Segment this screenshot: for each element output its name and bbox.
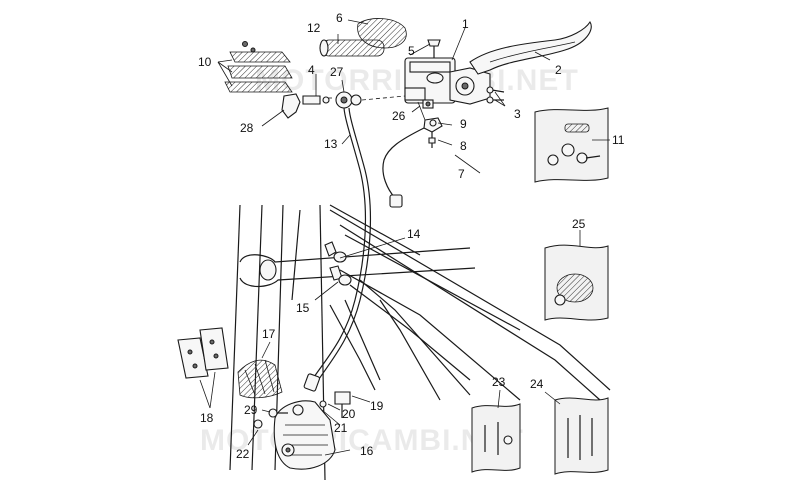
brake-hose [303, 107, 372, 392]
motorcycle-frame [229, 204, 611, 481]
parts-bag-11 [534, 107, 609, 183]
callout-5: 5 [408, 44, 415, 58]
callout-17: 17 [262, 327, 276, 341]
lever-cover [357, 18, 407, 49]
callout-29: 29 [244, 403, 258, 417]
clamp-bolts [486, 86, 505, 104]
banjo-fitting [422, 99, 434, 109]
caliper-bolts [319, 391, 351, 418]
callout-19: 19 [370, 399, 384, 413]
banjo-union [281, 91, 406, 119]
callout-3: 3 [514, 107, 521, 121]
pad-plates [177, 327, 229, 379]
callout-10: 10 [198, 55, 212, 69]
parts-bag-25 [544, 244, 609, 321]
callout-8: 8 [460, 139, 467, 153]
callout-23: 23 [492, 375, 506, 389]
callout-24: 24 [530, 377, 544, 391]
callout-13: 13 [324, 137, 338, 151]
callout-12: 12 [307, 21, 321, 35]
callout-9: 9 [460, 117, 467, 131]
callout-11: 11 [612, 133, 625, 147]
parts-bag-24 [554, 397, 609, 475]
callout-26: 26 [392, 109, 406, 123]
callout-21: 21 [334, 421, 348, 435]
callout-14: 14 [407, 227, 421, 241]
callout-20: 20 [342, 407, 356, 421]
reservoir-screw [427, 39, 441, 58]
callout-6: 6 [336, 11, 343, 25]
callout-7: 7 [458, 167, 465, 181]
leader-lines [199, 19, 610, 456]
callout-28: 28 [240, 121, 254, 135]
brake-lever [469, 20, 592, 75]
callout-27: 27 [330, 65, 344, 79]
callout-2: 2 [555, 63, 562, 77]
brake-light-switch [382, 117, 443, 208]
callout-4: 4 [308, 63, 315, 77]
callout-25: 25 [572, 217, 586, 231]
rubber-pads [224, 41, 293, 93]
brake-pads [237, 359, 283, 399]
brake-caliper [273, 400, 336, 470]
hose-clips [324, 241, 352, 286]
callout-15: 15 [296, 301, 310, 315]
callout-16: 16 [360, 444, 374, 458]
parts-bag-23 [471, 403, 521, 473]
callout-18: 18 [200, 411, 214, 425]
callout-1: 1 [462, 17, 469, 31]
bleeder-parts [253, 408, 288, 429]
callout-22: 22 [236, 447, 250, 461]
